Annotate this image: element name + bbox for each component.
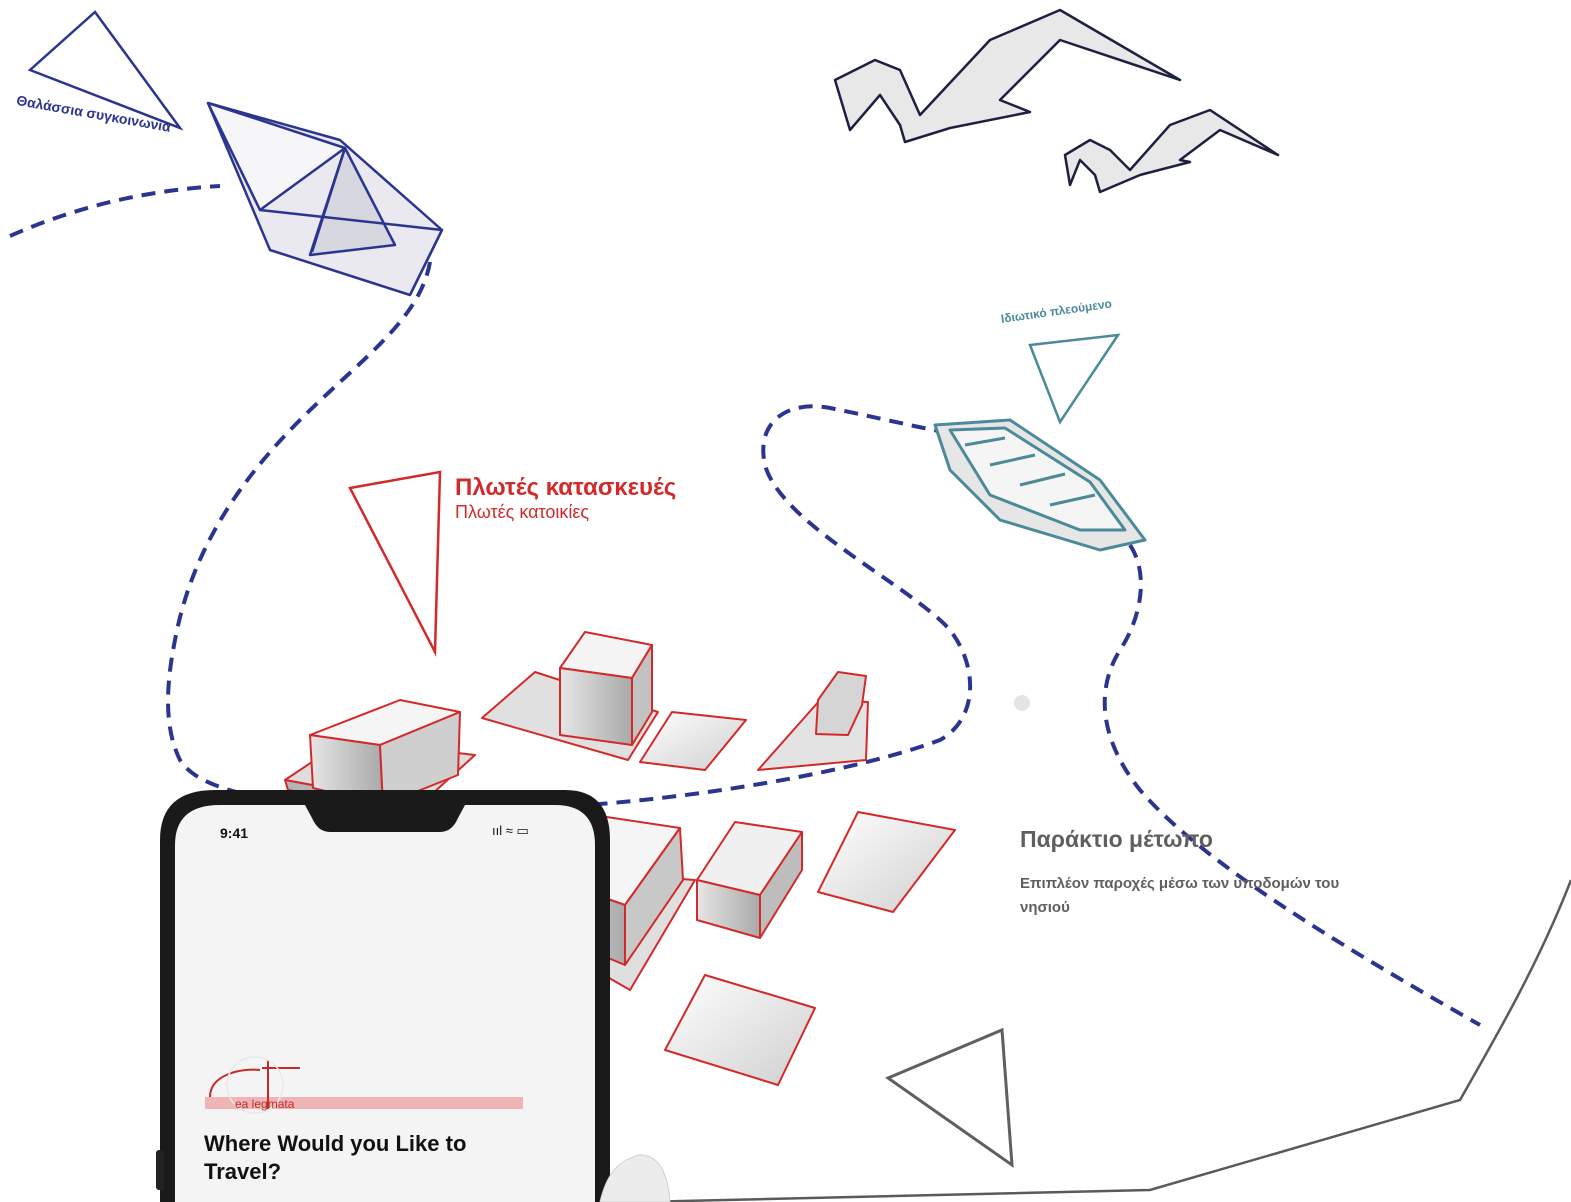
phone-status-icons: ııl ≈ ▭	[492, 823, 529, 838]
ferry-pointer-triangle	[27, 10, 184, 131]
ferry-route	[9, 184, 1481, 1027]
paper-boat-icon	[206, 101, 444, 297]
smartphone-icon	[156, 790, 610, 1202]
floating-house-icon	[757, 671, 869, 771]
private-pointer-triangle	[1028, 333, 1121, 425]
floating-house-icon	[481, 631, 659, 761]
coast-pointer-triangle	[884, 1027, 1014, 1169]
floating-house-icon	[639, 711, 747, 771]
floating-house-icon	[284, 699, 476, 813]
seagull-icon	[833, 8, 1280, 194]
floating-pointer-triangle	[348, 470, 442, 657]
floating-house-icon	[696, 821, 803, 939]
coastline	[639, 879, 1571, 1202]
floating-house-icon	[817, 811, 956, 913]
floating-structures-subtitle: Πλωτές κατοικίες	[455, 502, 590, 522]
rowboat-icon	[933, 418, 1147, 552]
app-brand-logo-text: ea legmata	[235, 1097, 295, 1111]
app-headline: Where Would you Like to Travel?	[204, 1131, 467, 1184]
marker-dot	[1014, 695, 1030, 711]
floating-house-icon	[664, 974, 816, 1086]
hand-thumb	[599, 1154, 671, 1202]
floating-structures-title: Πλωτές κατασκευές	[455, 474, 677, 501]
coastal-front-title: Παράκτιο μέτωπο	[1020, 826, 1213, 852]
coastal-front-subtitle: Επιπλέον παροχές μέσω των υποδομών του ν…	[1020, 875, 1340, 916]
phone-status-time: 9:41	[220, 825, 249, 841]
